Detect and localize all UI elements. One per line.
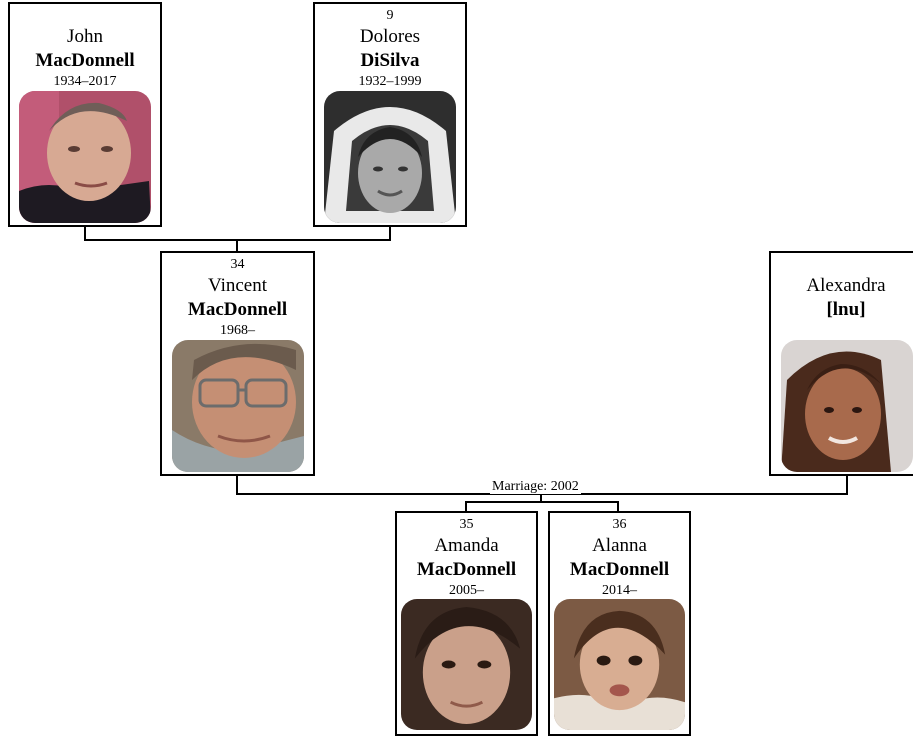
spouse-connector-bar (236, 493, 848, 495)
surname: MacDonnell (569, 559, 670, 580)
person-number: 36 (612, 517, 627, 532)
given-name: Alanna (592, 535, 647, 556)
child-alanna-drop (617, 501, 619, 511)
spouse-connector-left-drop (236, 475, 238, 495)
person-number: 34 (230, 257, 245, 272)
person-card-john[interactable]: John MacDonnell 1934–2017 (8, 2, 162, 227)
person-card-amanda[interactable]: 35 Amanda MacDonnell 2005– (395, 511, 538, 736)
surname: MacDonnell (187, 299, 288, 320)
portrait-photo (19, 91, 151, 223)
portrait-photo (324, 91, 456, 223)
life-dates: 1934–2017 (53, 74, 117, 89)
given-name: Alexandra (806, 275, 886, 296)
spouse-connector-right-drop (846, 475, 848, 495)
children-connector-stem (540, 493, 542, 503)
child-connector-drop (236, 239, 238, 252)
person-number: 35 (459, 517, 474, 532)
given-name: Vincent (207, 275, 267, 296)
portrait-photo (781, 340, 913, 472)
person-card-vincent[interactable]: 34 Vincent MacDonnell 1968– (160, 251, 315, 476)
surname: MacDonnell (416, 559, 517, 580)
child-amanda-drop (465, 501, 467, 511)
parents-connector-left-drop (84, 226, 86, 241)
children-connector-bar (465, 501, 619, 503)
portrait-photo (172, 340, 304, 472)
person-number: 9 (386, 8, 394, 23)
given-name: Dolores (359, 26, 421, 47)
surname: MacDonnell (35, 50, 135, 71)
given-name: Amanda (434, 535, 499, 556)
surname: DiSilva (360, 50, 420, 71)
surname: [lnu] (826, 299, 866, 320)
person-card-alanna[interactable]: 36 Alanna MacDonnell 2014– (548, 511, 691, 736)
marriage-label: Marriage: 2002 (490, 479, 581, 494)
parents-connector-right-drop (389, 226, 391, 241)
person-card-dolores[interactable]: 9 Dolores DiSilva 1932–1999 (313, 2, 467, 227)
given-name: John (67, 26, 103, 47)
person-card-alexandra[interactable]: Alexandra [lnu] (769, 251, 913, 476)
life-dates: 1968– (220, 323, 255, 338)
portrait-photo (554, 599, 685, 730)
life-dates: 2014– (602, 583, 637, 598)
portrait-photo (401, 599, 532, 730)
life-dates: 2005– (449, 583, 484, 598)
life-dates: 1932–1999 (358, 74, 422, 89)
